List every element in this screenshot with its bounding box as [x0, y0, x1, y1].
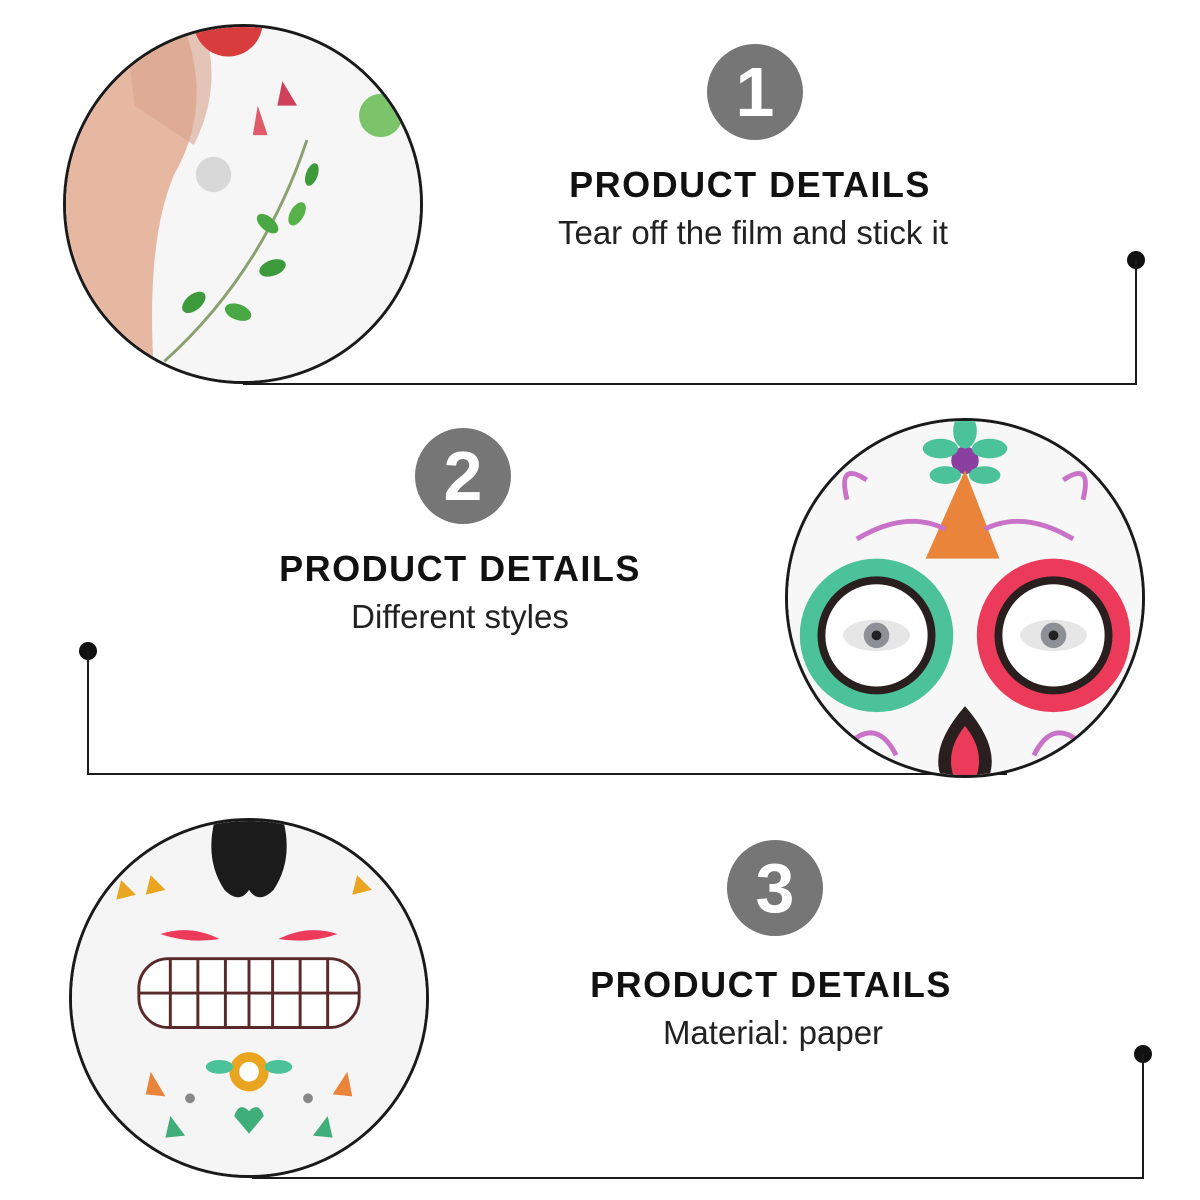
connector-line-vertical — [87, 651, 89, 775]
step-number-badge: 1 — [707, 44, 803, 140]
step-number-badge: 2 — [415, 428, 511, 524]
peeling-sticker-photo — [63, 24, 423, 384]
detail-section-2: 2 PRODUCT DETAILS Different styles — [0, 400, 1200, 800]
connector-line-vertical — [1142, 1054, 1144, 1179]
connector-line-horizontal — [252, 1177, 1144, 1179]
sugar-skull-eyes-photo — [785, 418, 1145, 778]
section-title: PRODUCT DETAILS — [590, 964, 952, 1005]
section-description: Material: paper — [662, 1014, 884, 1051]
connector-line-vertical — [1135, 260, 1137, 385]
sugar-skull-teeth-illustration — [72, 821, 426, 1175]
peeling-sticker-illustration — [66, 27, 420, 381]
section-title: PRODUCT DETAILS — [569, 164, 931, 205]
sugar-skull-eyes-illustration — [788, 421, 1142, 775]
sugar-skull-teeth-photo — [69, 818, 429, 1178]
section-description: Tear off the film and stick it — [557, 214, 949, 251]
detail-section-1: 1 PRODUCT DETAILS Tear off the film and … — [0, 0, 1200, 400]
step-number-badge: 3 — [727, 840, 823, 936]
connector-line-horizontal — [87, 773, 1007, 775]
detail-section-3: 3 PRODUCT DETAILS Material: paper — [0, 800, 1200, 1200]
section-title: PRODUCT DETAILS — [279, 548, 641, 589]
connector-line-horizontal — [243, 383, 1137, 385]
section-description: Different styles — [351, 598, 569, 635]
